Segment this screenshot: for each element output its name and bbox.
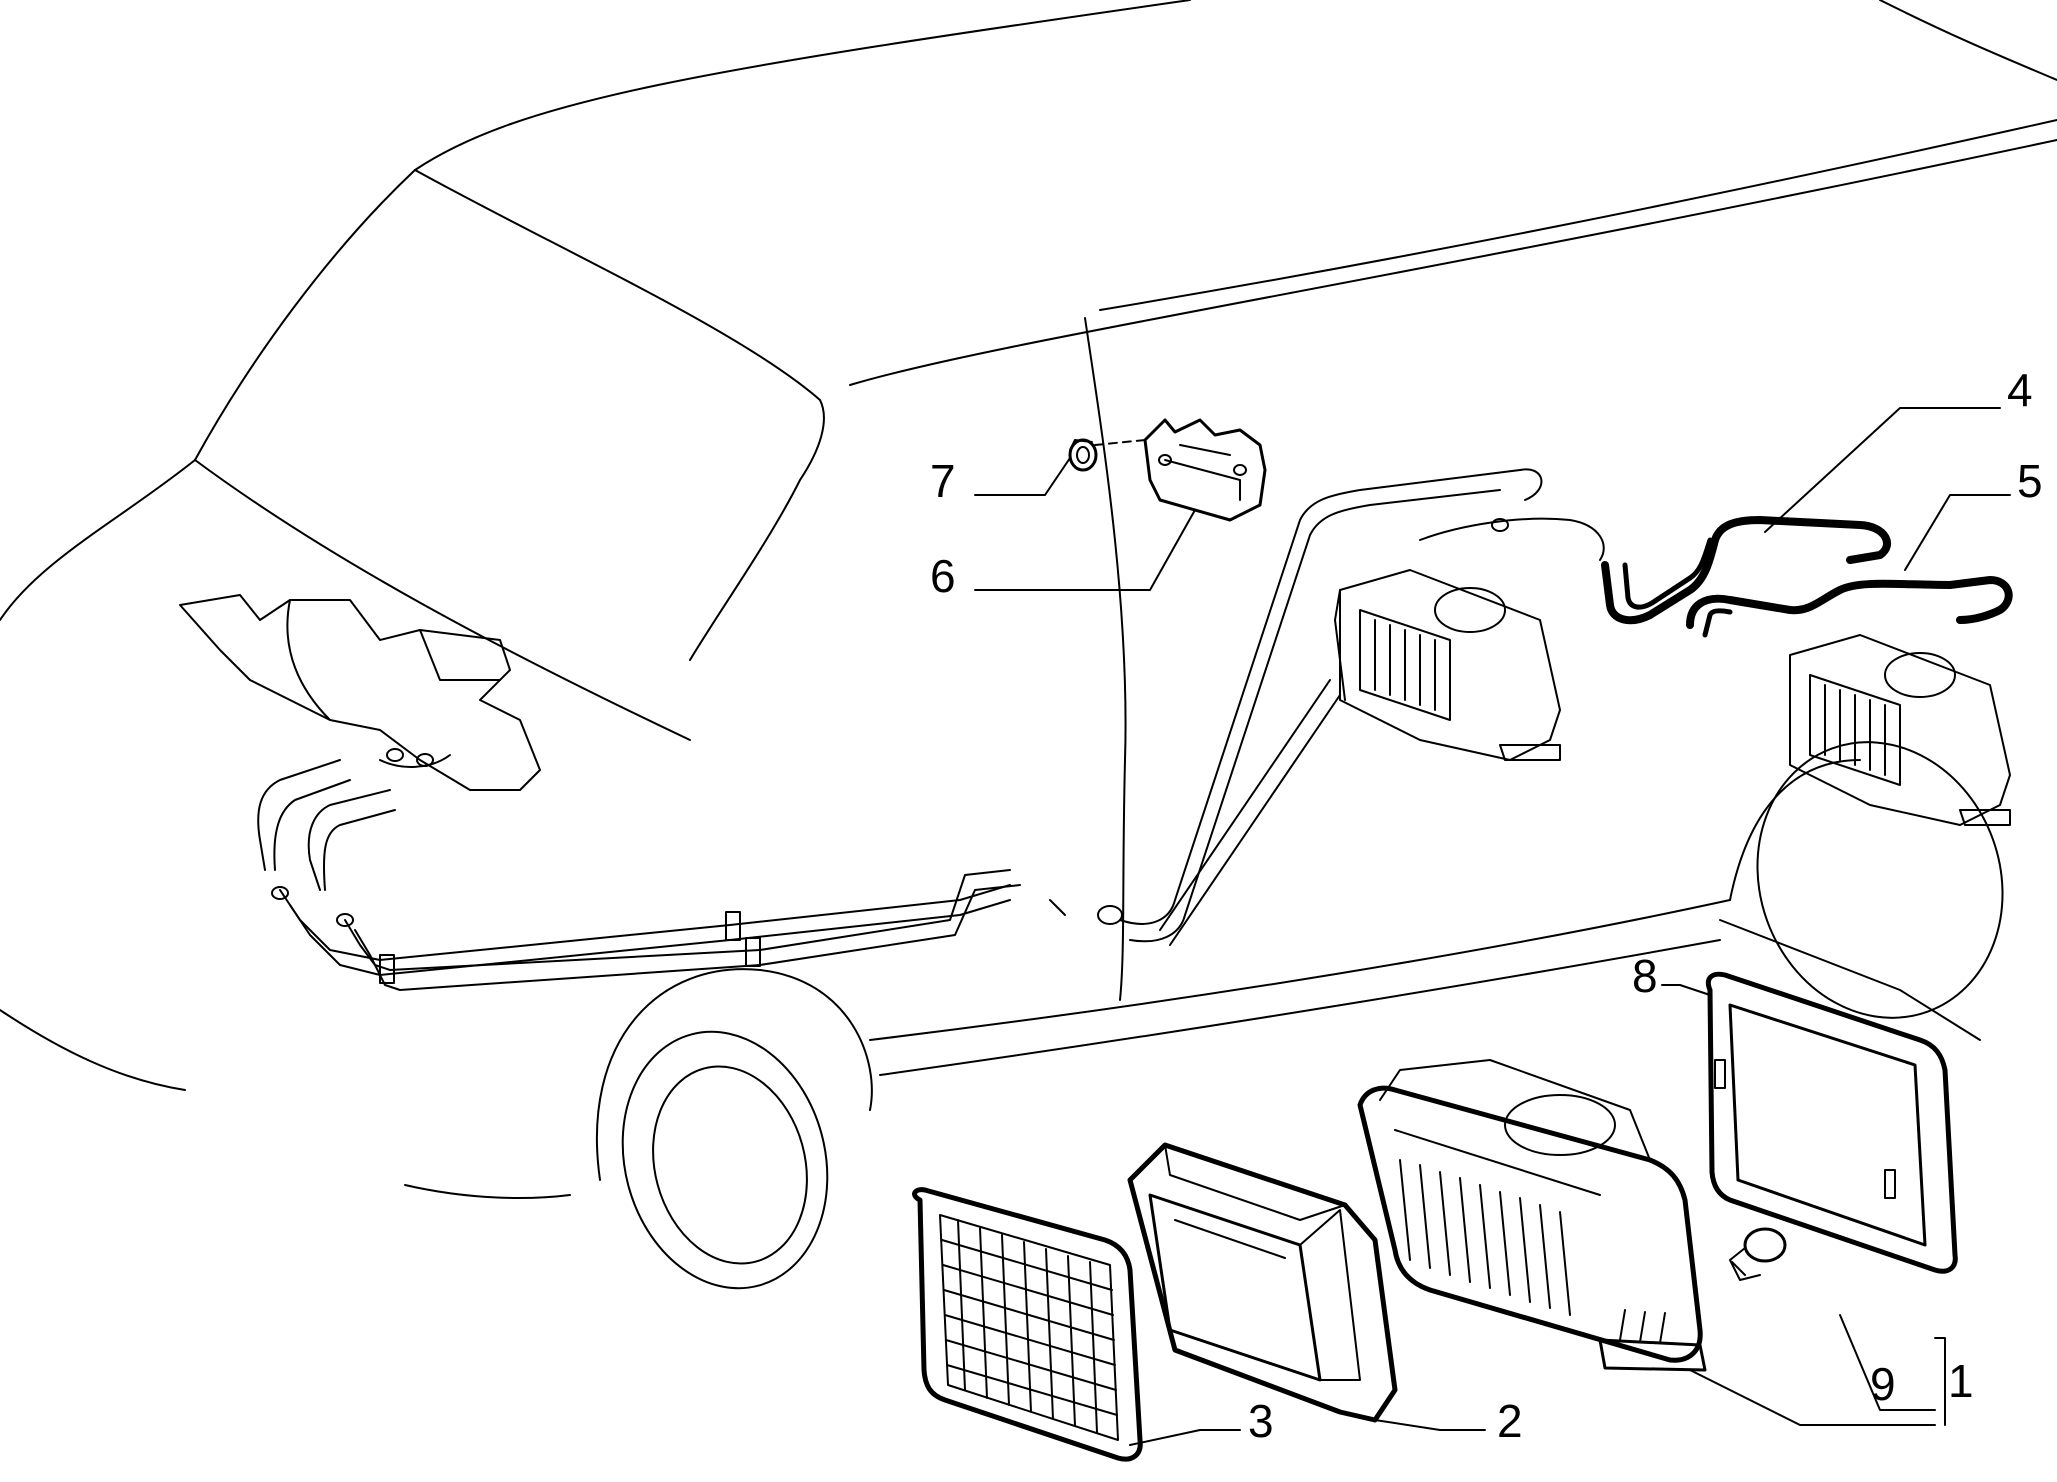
- callout-3: 3: [1248, 1395, 1274, 1447]
- hose-part-4: [1601, 516, 1891, 625]
- heater-unit-part-1: [1357, 1059, 1707, 1372]
- rear-heater-installed-left: [1334, 569, 1561, 761]
- callout-7: 7: [930, 455, 956, 507]
- hose-part-5: [1686, 576, 2013, 638]
- car-body-outline: [0, 0, 2057, 1290]
- callout-6: 6: [930, 550, 956, 602]
- heater-pipes: [271, 468, 1605, 991]
- callout-1: 1: [1948, 1355, 1974, 1407]
- callout-2: 2: [1497, 1395, 1523, 1447]
- fastener-part-9: [1729, 1227, 1787, 1281]
- callout-4: 4: [2007, 364, 2033, 416]
- grommet-part-7: [1068, 438, 1098, 472]
- bracket-part-6: [1094, 418, 1267, 522]
- leader-lines: [974, 407, 2011, 1446]
- grille-part-3: [912, 1187, 1143, 1462]
- rear-heater-installed-right: [1789, 634, 2011, 826]
- callout-5: 5: [2017, 455, 2043, 507]
- heater-core-assembly: [179, 594, 541, 891]
- callout-8: 8: [1632, 950, 1658, 1002]
- gasket-part-8: [1705, 971, 1958, 1274]
- callout-labels: 1 2 3 4 5 6 7 8 9: [930, 364, 2043, 1447]
- callout-9: 9: [1870, 1358, 1896, 1410]
- duct-part-2: [1127, 1142, 1398, 1423]
